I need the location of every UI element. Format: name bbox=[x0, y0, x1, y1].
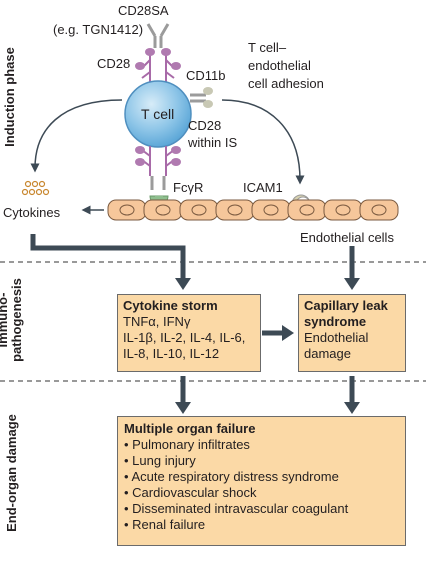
capillary-leak-box: Capillary leak syndrome Endothelial dama… bbox=[298, 294, 406, 372]
cd28sa-antibody bbox=[146, 23, 170, 48]
arrowhead-storm-to-leak bbox=[282, 325, 294, 341]
arrowhead-leak-to-mof bbox=[344, 402, 360, 414]
capillary-leak-line: Endothelial bbox=[304, 330, 369, 345]
adhesion-label-line3: cell adhesion bbox=[248, 76, 324, 91]
organ-failure-item: • Cardiovascular shock bbox=[124, 485, 257, 500]
arrow-cytokines-to-storm bbox=[30, 234, 186, 280]
cd11b-label: CD11b bbox=[186, 68, 226, 83]
cytokine-storm-line: IL-1β, IL-2, IL-4, IL-6, bbox=[123, 330, 246, 345]
arrowhead-storm-to-mof bbox=[175, 402, 191, 414]
cytokine-storm-box: Cytokine storm TNFα, IFNγ IL-1β, IL-2, I… bbox=[117, 294, 261, 372]
phase-label-induction: Induction phase bbox=[2, 47, 17, 147]
organ-failure-item: • Renal failure bbox=[124, 517, 206, 532]
cd28-receptors-bottom bbox=[141, 146, 175, 176]
cd28sa-label: CD28SA bbox=[118, 3, 169, 18]
arrow-tcell-to-cytokines bbox=[30, 99, 123, 173]
organ-failure-item: • Disseminated intravascular coagulant bbox=[124, 501, 349, 516]
t-cell-label: T cell bbox=[141, 106, 175, 122]
endothelial-cells-label: Endothelial cells bbox=[300, 230, 394, 245]
cd28-within-label-line2: within IS bbox=[188, 135, 238, 150]
organ-failure-item: • Pulmonary infiltrates bbox=[124, 437, 250, 452]
capillary-leak-title-line2: syndrome bbox=[304, 314, 367, 329]
cytokine-storm-line: IL-8, IL-10, IL-12 bbox=[123, 346, 220, 361]
cytokines-label: Cytokines bbox=[3, 205, 61, 220]
organ-failure-item: • Lung injury bbox=[124, 453, 196, 468]
adhesion-label-line2: endothelial bbox=[248, 58, 311, 73]
phase-label-immuno-line2: pathogenesis bbox=[9, 278, 24, 362]
cd28-receptor-heads-top bbox=[135, 48, 181, 70]
cd28-receptor-heads-bottom bbox=[135, 146, 181, 166]
endothelial-cell-row bbox=[107, 199, 399, 221]
organ-failure-item: • Acute respiratory distress syndrome bbox=[124, 469, 339, 484]
adhesion-label-line1: T cell– bbox=[248, 40, 287, 55]
arrow-tcell-to-adhesion bbox=[221, 99, 305, 185]
phase-label-end-organ: End-organ damage bbox=[4, 414, 19, 532]
cd28sa-antibody-bottom bbox=[150, 176, 166, 190]
multiple-organ-failure-box: Multiple organ failure • Pulmonary infil… bbox=[117, 416, 406, 546]
organ-failure-title: Multiple organ failure bbox=[124, 421, 256, 436]
cd28-within-label-line1: CD28 bbox=[188, 118, 222, 133]
cytokine-storm-line: TNFα, IFNγ bbox=[123, 314, 191, 329]
cytokine-storm-title: Cytokine storm bbox=[123, 298, 218, 313]
cd11b-receptor bbox=[190, 87, 213, 108]
cd28-receptors-top bbox=[141, 52, 175, 82]
arrowhead-leak bbox=[344, 278, 360, 290]
capillary-leak-title-line1: Capillary leak bbox=[304, 298, 388, 313]
capillary-leak-line: damage bbox=[304, 346, 351, 361]
icam1-label: ICAM1 bbox=[243, 180, 283, 195]
cd28-label: CD28 bbox=[97, 56, 131, 71]
arrowhead-storm bbox=[175, 278, 191, 290]
t-cell bbox=[124, 80, 192, 148]
tgn1412-label: (e.g. TGN1412) bbox=[53, 22, 144, 37]
cytokine-dots bbox=[21, 180, 50, 196]
fcgr-label: FcγR bbox=[173, 180, 204, 195]
phase-label-immunopathogenesis: Immuno- pathogenesis bbox=[0, 270, 24, 370]
